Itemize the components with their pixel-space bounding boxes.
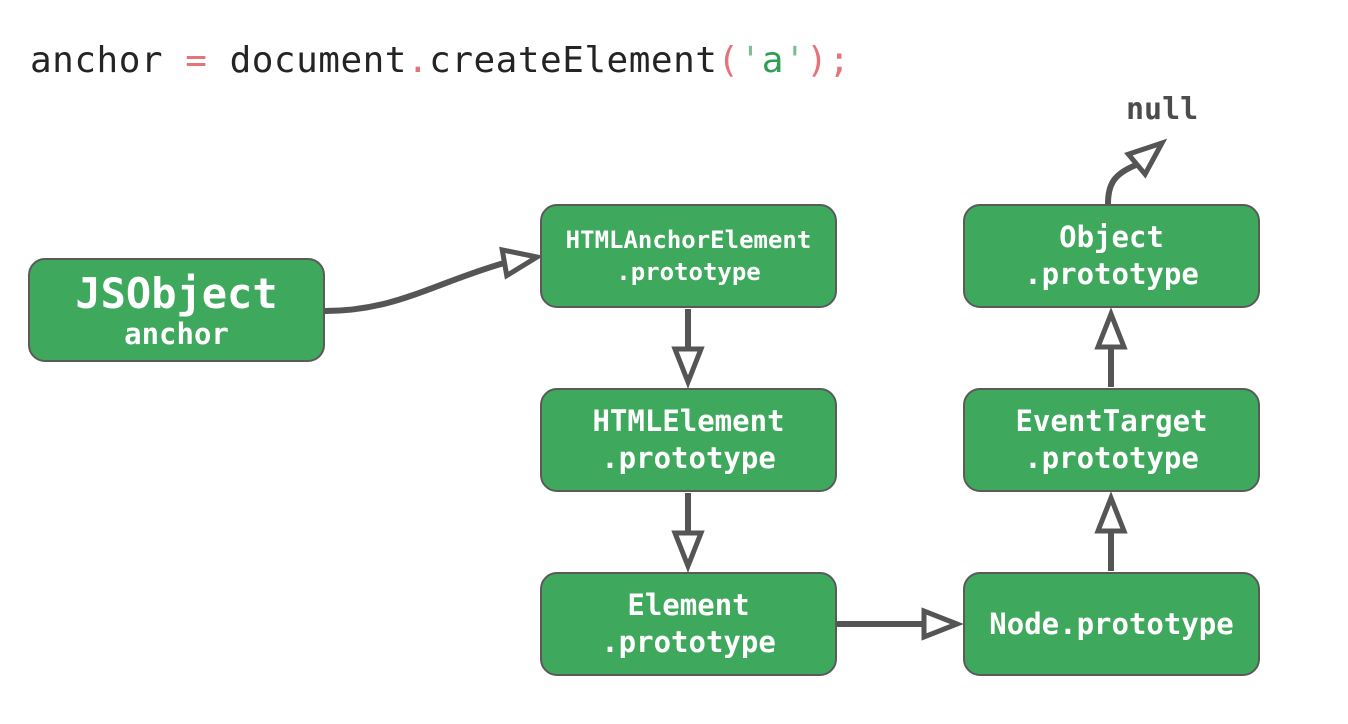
arrowhead-to-element [671, 530, 705, 573]
code-token-equals: = [185, 40, 230, 81]
arrowhead-to-eventtarget [1094, 491, 1128, 534]
box-label: EventTarget [1015, 404, 1208, 438]
arrowhead-to-object [1094, 307, 1128, 350]
null-label: null [1126, 92, 1199, 127]
box-label: .prototype [601, 625, 776, 659]
arrowhead-to-null [1124, 138, 1168, 179]
code-token-close-quote: ' [783, 40, 807, 81]
box-jsobject: JSObject anchor [28, 258, 325, 362]
arrowhead-to-node [921, 607, 964, 641]
code-token-close-paren: ) [806, 40, 829, 81]
box-label: HTMLElement [592, 404, 785, 438]
box-label: .prototype [616, 258, 761, 286]
box-label: .prototype [1024, 441, 1199, 475]
arrowhead-to-htmlelement [671, 346, 705, 389]
arrow-jsobject-to-htmlanchorelement [324, 260, 505, 314]
code-line: anchor = document.createElement('a'); [30, 40, 851, 81]
code-token-open-paren: ( [717, 40, 740, 81]
code-token-anchor: anchor [30, 40, 186, 81]
arrow-object-to-null [1105, 162, 1138, 205]
box-label: Object [1059, 220, 1164, 254]
arrowhead-to-htmlanchorelement [499, 246, 544, 280]
code-token-createelement: createElement [429, 40, 718, 81]
code-token-document: document [229, 40, 407, 81]
box-label: HTMLAnchorElement [565, 226, 812, 254]
box-htmlelement-prototype: HTMLElement .prototype [540, 388, 837, 492]
box-jsobject-title: JSObject [75, 268, 278, 318]
box-node-prototype: Node.prototype [963, 572, 1260, 676]
box-htmlanchorelement-prototype: HTMLAnchorElement .prototype [540, 204, 837, 308]
code-token-string-a: a [761, 40, 784, 81]
box-object-prototype: Object .prototype [963, 204, 1260, 308]
box-label: .prototype [1024, 257, 1199, 291]
box-jsobject-subtitle: anchor [124, 316, 229, 351]
box-element-prototype: Element .prototype [540, 572, 837, 676]
box-label: Node.prototype [989, 606, 1234, 641]
box-label: Element [627, 588, 750, 622]
code-token-open-quote: ' [739, 40, 762, 81]
code-token-semicolon: ; [828, 40, 851, 81]
box-eventtarget-prototype: EventTarget .prototype [963, 388, 1260, 492]
box-label: .prototype [601, 441, 776, 475]
code-token-dot: . [406, 40, 430, 81]
